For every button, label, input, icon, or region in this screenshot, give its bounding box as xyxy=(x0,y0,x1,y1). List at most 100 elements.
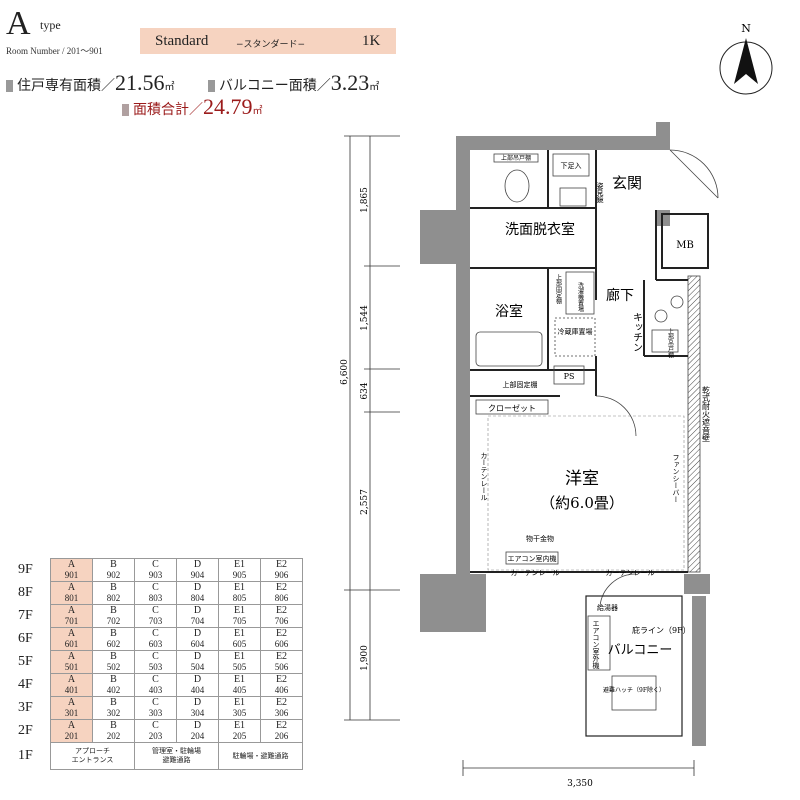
unit-number: 704 xyxy=(190,616,205,626)
area-unit: ㎡ xyxy=(164,82,175,93)
escape-hatch-label: 避難ハッチ（9F除く） xyxy=(603,686,665,694)
unit-type: D xyxy=(193,582,202,593)
unit-number: 801 xyxy=(64,593,79,603)
floor-label: 8F xyxy=(18,585,33,600)
floor-label: 3F xyxy=(18,700,33,715)
dim-width: 3,350 xyxy=(567,779,593,789)
unit-number: 806 xyxy=(274,593,289,603)
first-floor-text: アプローチ xyxy=(75,747,110,755)
unit-type: D xyxy=(193,559,202,570)
unit-type: E1 xyxy=(233,674,246,685)
unit-number: 405 xyxy=(232,685,247,695)
unit-type: E2 xyxy=(275,674,288,685)
curtain-rail-left-label: カーテンレール xyxy=(480,452,488,501)
unit-number: 902 xyxy=(106,570,121,580)
unit-type: A xyxy=(67,559,76,570)
unit-number: 406 xyxy=(274,685,289,695)
sink-icon xyxy=(559,187,587,207)
unit-type: C xyxy=(152,605,159,616)
unit-type: E2 xyxy=(275,697,288,708)
unit-number: 206 xyxy=(274,731,289,741)
mirror-label: 姿見鏡 xyxy=(596,181,604,204)
area-unit: ㎡ xyxy=(252,106,263,117)
curtain-rail-label-1: カーテンレール xyxy=(511,569,560,577)
unit-type: D xyxy=(193,605,202,616)
unit-type: E2 xyxy=(275,651,288,662)
unit-type: E2 xyxy=(275,582,288,593)
dim-2557: 2,557 xyxy=(360,489,370,515)
unit-type: B xyxy=(110,720,117,731)
water-heater-label: 給湯器 xyxy=(597,603,618,612)
exclusive-area-label: 住戸専有面積／ xyxy=(17,78,115,94)
bathtub-icon xyxy=(475,331,543,367)
dim-1865: 1,865 xyxy=(360,187,370,213)
unit-type: B xyxy=(110,651,117,662)
dim-634: 634 xyxy=(360,382,370,399)
unit-type: A xyxy=(67,628,76,639)
unit-number: 402 xyxy=(106,685,121,695)
unit-number: 605 xyxy=(232,639,247,649)
unit-number: 702 xyxy=(106,616,121,626)
unit-number: 201 xyxy=(64,731,79,741)
type-word: type xyxy=(40,18,61,32)
balcony-area: バルコニー面積／3.23㎡ xyxy=(208,70,379,96)
unit-type: B xyxy=(110,628,117,639)
unit-type: E1 xyxy=(233,697,246,708)
unit-number: 306 xyxy=(274,708,289,718)
unit-type: D xyxy=(193,628,202,639)
unit-type: A xyxy=(67,582,76,593)
washroom-label: 洗面脱衣室 xyxy=(505,221,575,238)
unit-type: A xyxy=(67,720,76,731)
standard-banner xyxy=(140,28,396,54)
balcony-area-label: バルコニー面積／ xyxy=(219,78,331,94)
bullet-square-icon xyxy=(122,104,129,116)
unit-number: 703 xyxy=(148,616,163,626)
shoe-box-label: 下足入 xyxy=(561,162,582,170)
unit-type: E1 xyxy=(233,559,246,570)
unit-type: E2 xyxy=(275,605,288,616)
unit-number: 302 xyxy=(106,708,121,718)
first-floor-text: エントランス xyxy=(71,756,114,764)
floor-label: 7F xyxy=(18,608,33,623)
mb-label: MB xyxy=(676,240,694,251)
floor-label: 6F xyxy=(18,631,33,646)
upper-fixed-shelf-label: 上部固定棚 xyxy=(503,380,538,389)
exclusive-area-value: 21.56 xyxy=(115,70,165,95)
balcony-label: バルコニー xyxy=(608,643,673,658)
balcony-area-value: 3.23 xyxy=(330,70,370,95)
unit-number: 506 xyxy=(274,662,289,672)
unit-number: 304 xyxy=(190,708,205,718)
floor-label: 2F xyxy=(18,723,33,738)
unit-number: 606 xyxy=(274,639,289,649)
western-room-size: （約6.0畳） xyxy=(540,494,624,512)
unit-number: 203 xyxy=(148,731,163,741)
escape-hatch-box xyxy=(611,675,657,711)
unit-type: B xyxy=(110,674,117,685)
